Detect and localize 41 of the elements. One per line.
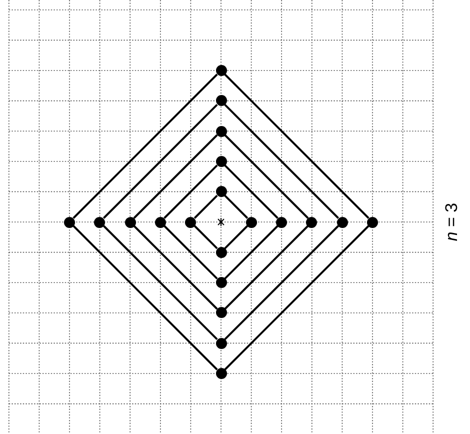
diamond-side-line	[164, 164, 218, 219]
dot	[185, 216, 196, 228]
diamond-side-line	[224, 225, 248, 250]
dot	[216, 338, 226, 349]
diamond-side-line	[194, 194, 218, 219]
diamond-side-line	[72, 74, 218, 219]
dot	[216, 307, 226, 318]
diamond-side-line	[224, 74, 370, 219]
diamond-side-line	[72, 225, 218, 370]
diamond-side-line	[224, 104, 340, 219]
dot	[216, 186, 226, 198]
dot	[216, 126, 226, 137]
dot	[216, 246, 226, 258]
dot	[306, 216, 318, 228]
diamond-side-line	[102, 225, 218, 340]
parameter-label: n = 3	[442, 202, 462, 242]
diamond-side-line	[133, 225, 218, 310]
diamond-side-line	[133, 134, 218, 219]
dot	[216, 156, 226, 167]
dot	[124, 216, 136, 228]
dot	[154, 216, 166, 228]
dot	[216, 95, 226, 106]
diamond-side-line	[224, 194, 248, 219]
diamond-side-line	[102, 104, 218, 219]
diamond-side-line	[224, 134, 309, 219]
diamond-side-line	[224, 225, 309, 310]
diamond-side-line	[224, 225, 278, 280]
dot	[94, 216, 106, 228]
diamond-side-line	[224, 164, 278, 219]
dot	[246, 216, 257, 228]
diamond-side-line	[194, 225, 218, 250]
dot	[336, 216, 348, 228]
dot	[64, 216, 75, 228]
diamond-side-line	[224, 225, 370, 370]
dot	[216, 368, 226, 379]
diamond-side-line	[164, 225, 218, 280]
dot	[367, 216, 378, 228]
dot	[216, 277, 226, 288]
dot	[216, 65, 226, 76]
diamond-side-line	[224, 225, 340, 340]
dot	[276, 216, 288, 228]
